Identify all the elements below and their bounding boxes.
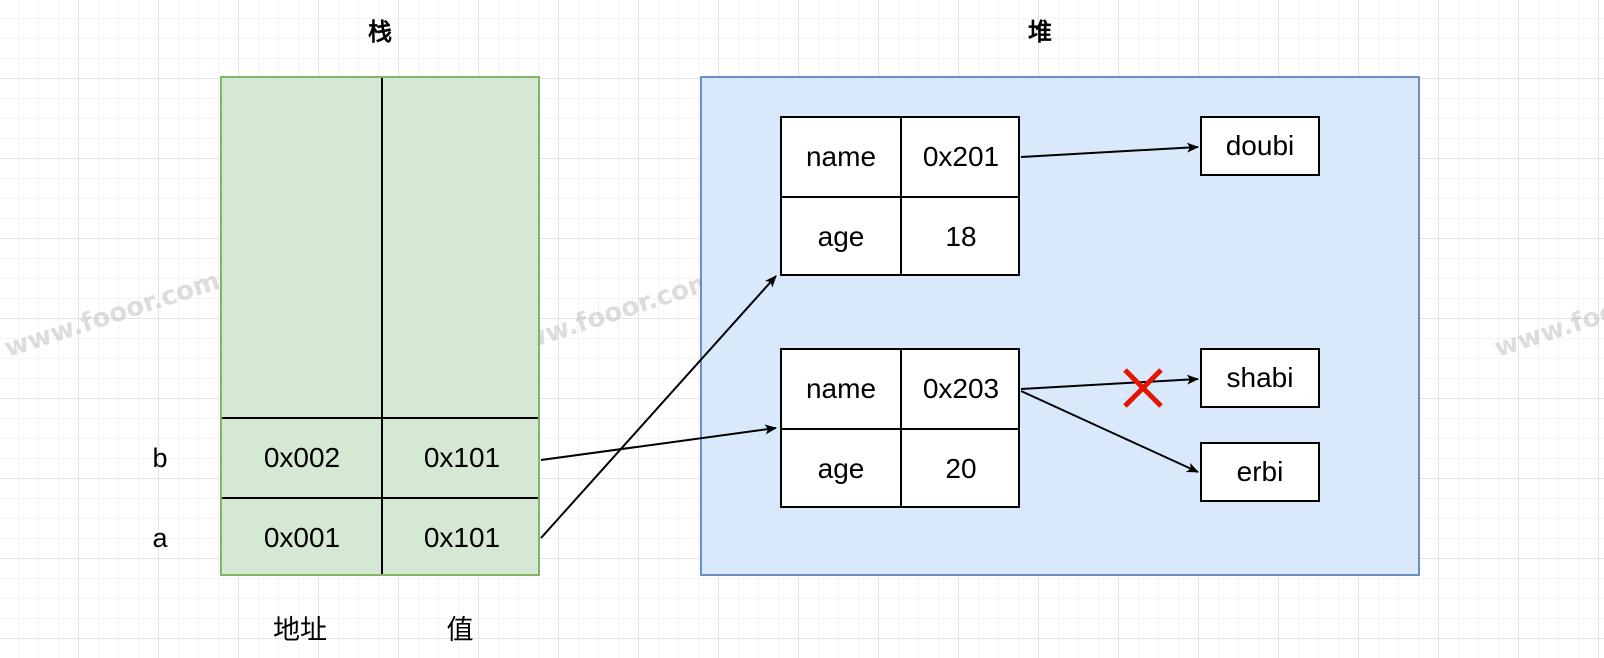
- stack-value-cell: 0x101: [423, 442, 501, 473]
- object-field-value: 0x203: [922, 373, 1000, 404]
- object-field-key: name: [805, 373, 877, 404]
- stack-address-cell: 0x002: [263, 442, 341, 473]
- object-row-divider: [782, 196, 1018, 198]
- object-row-divider: [782, 428, 1018, 430]
- arrow-a-to-object1: [540, 275, 777, 539]
- heap-string-box: erbi: [1200, 442, 1320, 502]
- heap-string-box: doubi: [1200, 116, 1320, 176]
- cross-mark-icon: [1123, 368, 1163, 408]
- stack-row-label: b: [152, 443, 168, 473]
- object-field-value: 20: [945, 453, 977, 484]
- object-field-key: name: [805, 141, 877, 172]
- arrow-b-to-object2: [540, 424, 777, 461]
- stack-value-cell: 0x101: [423, 522, 501, 553]
- stack-row-divider: [222, 417, 538, 419]
- heap-string-box: shabi: [1200, 348, 1320, 408]
- object-field-value: 18: [945, 221, 977, 252]
- object-field-key: age: [817, 221, 865, 252]
- arrow-name-to-doubi: [1020, 142, 1199, 158]
- heap-object: name 0x201 age 18: [780, 116, 1020, 276]
- stack-address-cell: 0x001: [263, 522, 341, 553]
- arrow-name-to-shabi: [1020, 374, 1199, 390]
- object-field-value: 0x201: [922, 141, 1000, 172]
- stack-row-divider: [222, 497, 538, 499]
- stack-title: 栈: [368, 18, 392, 46]
- stack-column-label: 值: [446, 615, 474, 646]
- stack-column-divider: [381, 78, 383, 574]
- heap-object: name 0x203 age 20: [780, 348, 1020, 508]
- stack-block: 0x002 0x101 0x001 0x101: [220, 76, 540, 576]
- heap-title: 堆: [1028, 18, 1052, 46]
- stack-column-label: 地址: [273, 615, 327, 646]
- stack-row-label: a: [152, 523, 168, 553]
- object-field-key: age: [817, 453, 865, 484]
- arrow-name-to-erbi: [1020, 390, 1199, 473]
